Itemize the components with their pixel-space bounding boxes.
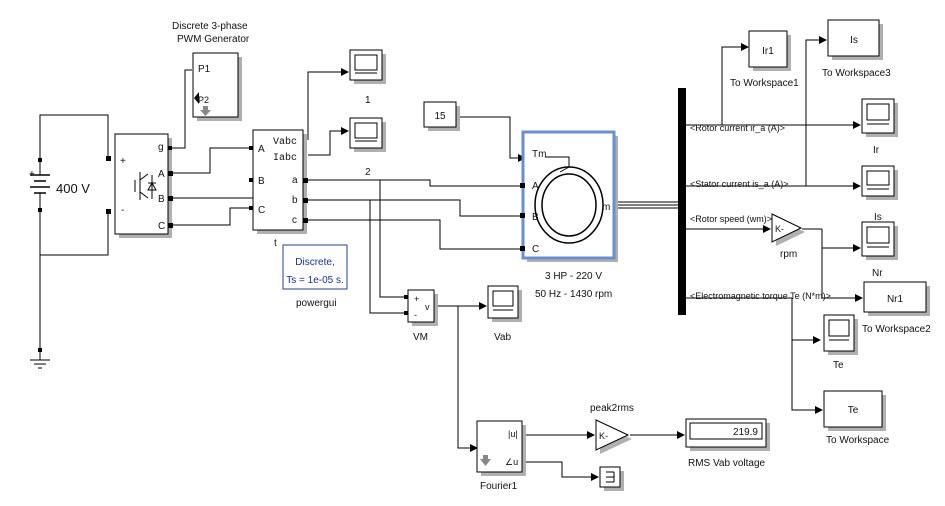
peak2rms-text: K- <box>599 431 608 441</box>
measurement-in-a: A <box>258 144 265 155</box>
fourier-out-mag: |u| <box>508 429 518 439</box>
bus-selector[interactable] <box>678 88 686 315</box>
inverter-port-b: B <box>158 194 165 205</box>
motor-port-a: A <box>532 181 539 192</box>
measurement-out-a: a <box>292 175 298 186</box>
to-workspace-nr1[interactable]: Nr1 <box>863 281 930 316</box>
measurement-label: t <box>274 238 277 249</box>
powergui-label: powergui <box>296 298 337 309</box>
gain-rpm-label: rpm <box>780 249 797 260</box>
to-workspace-te[interactable]: Te <box>823 390 886 431</box>
measurement-in-b: B <box>258 176 265 187</box>
peak2rms-gain-block[interactable]: K- <box>595 419 632 454</box>
vm-out: v <box>425 302 430 312</box>
three-phase-measurement-block[interactable]: A B C Vabc Iabc a b c <box>249 129 308 234</box>
constant-value: 15 <box>434 111 446 122</box>
ir1-label: To Workspace1 <box>730 78 799 89</box>
measurement-in-c: C <box>258 205 265 216</box>
to-workspace-ir1[interactable]: Ir1 <box>748 30 791 71</box>
fourier-out-angle: ∠u <box>505 457 518 467</box>
scope-1[interactable] <box>349 49 386 84</box>
motor-port-b: B <box>532 212 539 223</box>
measurement-out-iabc: Iabc <box>273 152 297 164</box>
peak2rms-label: peak2rms <box>590 403 634 414</box>
scope-2[interactable] <box>349 117 386 152</box>
pwm-title-line1: Discrete 3-phase <box>172 21 248 32</box>
inverter-port-plus: + <box>120 156 126 167</box>
bus-signal-stator-current: <Stator current is_a (A)> <box>690 179 789 189</box>
svg-text:+: + <box>29 169 35 180</box>
vm-minus: - <box>414 310 417 320</box>
igbt-inverter-block[interactable]: + - g A B C <box>106 133 173 238</box>
scope-is[interactable] <box>861 165 898 200</box>
fourier-down-arrow-icon <box>480 455 491 466</box>
powergui-line1: Discrete, <box>295 257 334 268</box>
powergui-line2: Ts = 1e-05 s. <box>286 275 344 286</box>
igbt-icon <box>134 172 157 200</box>
scope-nr-label: Nr <box>872 268 883 279</box>
te-ws-label: To Workspace <box>826 435 890 446</box>
scope-vab-label: Vab <box>494 332 511 343</box>
pwm-port-p1: P1 <box>198 64 211 75</box>
scope-2-label: 2 <box>365 167 371 178</box>
constant-block[interactable]: 15 <box>423 101 460 131</box>
terminator-block[interactable] <box>599 466 624 491</box>
pwm-port-p2: P2 <box>198 95 209 105</box>
measurement-out-c: c <box>292 215 297 226</box>
dc-source-label: 400 V <box>56 181 90 196</box>
is-ws-label: To Workspace3 <box>822 68 891 79</box>
inverter-port-a: A <box>158 169 165 180</box>
motor-port-c: C <box>532 244 539 255</box>
inverter-port-c: C <box>158 221 165 232</box>
gain-rpm-block[interactable]: K- <box>771 213 805 246</box>
bus-signal-rotor-speed: <Rotor speed (wm)> <box>690 214 772 224</box>
display-label: RMS Vab voltage <box>688 458 766 469</box>
asynchronous-machine-block[interactable]: Tm A B C m <box>520 130 618 262</box>
dc-voltage-source[interactable]: + 400 V <box>29 158 90 212</box>
voltage-measurement-block[interactable]: + - v <box>404 289 438 326</box>
pwm-down-arrow-icon <box>200 106 211 116</box>
motor-label-line1: 3 HP - 220 V <box>545 271 602 282</box>
motor-port-tm: Tm <box>532 149 546 160</box>
nr1-label: To Workspace2 <box>862 324 931 335</box>
motor-rotor-icon <box>534 156 604 244</box>
bus-signal-rotor-current: <Rotor current ir_a (A)> <box>690 123 785 133</box>
inverter-port-minus: - <box>121 205 124 216</box>
pwm-title-line2: PWM Generator <box>177 34 250 45</box>
fourier-label: Fourier1 <box>480 481 518 492</box>
pwm-input-arrow-icon <box>194 92 199 104</box>
te-ws-text: Te <box>848 405 859 416</box>
motor-label-line2: 50 Hz - 1430 rpm <box>535 289 612 300</box>
fourier-block[interactable]: |u| ∠u <box>476 420 526 476</box>
motor-port-m: m <box>602 202 610 213</box>
measurement-out-b: b <box>292 195 298 206</box>
to-workspace-is[interactable]: Is <box>827 19 883 60</box>
is-ws-text: Is <box>850 35 858 46</box>
scope-te[interactable] <box>823 314 858 355</box>
gain-rpm-text: K- <box>775 224 784 234</box>
ground-symbol[interactable] <box>30 348 50 369</box>
scope-nr[interactable] <box>861 221 898 260</box>
scope-1-label: 1 <box>365 95 371 106</box>
display-value: 219.9 <box>733 427 758 438</box>
wires <box>39 36 863 481</box>
scope-te-label: Te <box>833 360 844 371</box>
nr1-text: Nr1 <box>887 294 904 305</box>
pwm-generator-block[interactable]: P1 P2 <box>192 52 242 121</box>
measurement-out-vabc: Vabc <box>273 136 297 148</box>
voltmeter-label: VM <box>413 332 428 343</box>
rms-display-block[interactable]: 219.9 <box>685 418 770 451</box>
scope-ir[interactable] <box>861 98 898 137</box>
bus-signal-torque: <Electromagnetic torque Te (N*m)> <box>690 291 831 301</box>
scope-is-label: Is <box>874 212 882 223</box>
scope-ir-label: Ir <box>873 145 880 156</box>
vm-plus: + <box>414 294 419 304</box>
powergui-block[interactable]: Discrete, Ts = 1e-05 s. <box>282 244 348 290</box>
scope-vab[interactable] <box>487 285 522 322</box>
inverter-port-g: g <box>158 142 164 153</box>
ir1-text: Ir1 <box>762 46 774 57</box>
